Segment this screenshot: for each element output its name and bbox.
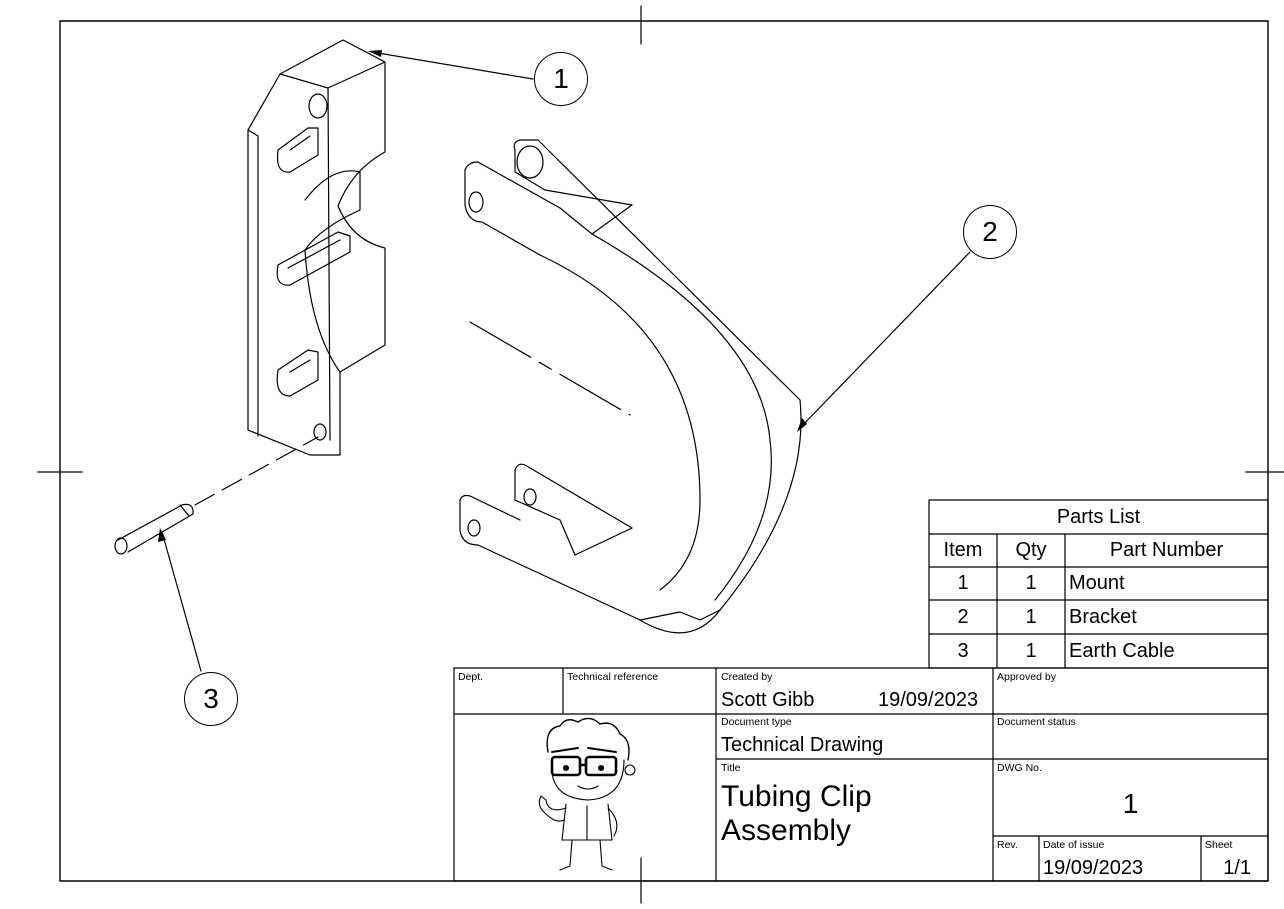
parts-list-header-item: Item: [943, 539, 983, 561]
sheet-value: 1/1: [1223, 857, 1251, 879]
parts-list-row-3-part: Earth Cable: [1069, 639, 1175, 662]
parts-list-row-2-item: 2: [957, 605, 969, 628]
parts-list-row-1-item: 1: [957, 572, 969, 594]
leader-line-2: [799, 251, 971, 429]
rev-label: Rev.: [997, 839, 1018, 851]
document-type-value: Technical Drawing: [721, 734, 884, 756]
assembly-axis-bracket: [469, 321, 631, 416]
author-caricature-logo: [538, 717, 636, 871]
arrowhead-2: [797, 418, 807, 432]
sheet-label: Sheet: [1205, 839, 1233, 851]
balloon-1: 1: [534, 52, 588, 106]
document-status-label: Document status: [997, 716, 1076, 728]
parts-list-title: Parts List: [1056, 505, 1141, 528]
mount-part: [247, 39, 386, 456]
created-by-value: Scott Gibb: [721, 689, 815, 711]
parts-list-row-2-qty: 1: [1025, 605, 1037, 628]
balloon-2: 2: [963, 205, 1017, 259]
date-of-issue-value: 19/09/2023: [1043, 857, 1144, 879]
drawing-frame: [59, 20, 1269, 882]
parts-list-row-3-qty: 1: [1025, 639, 1037, 662]
leader-line-1: [371, 51, 534, 80]
technical-reference-label: Technical reference: [567, 671, 659, 683]
approved-by-label: Approved by: [997, 671, 1056, 683]
parts-list-row-2-part: Bracket: [1069, 605, 1137, 628]
parts-list-row-3-item: 3: [957, 639, 969, 662]
dept-label: Dept.: [458, 671, 484, 683]
title-label: Title: [721, 762, 741, 774]
leader-line-3: [161, 531, 202, 672]
arrowhead-1: [368, 50, 382, 57]
arrowhead-3: [158, 528, 166, 542]
created-date-value: 19/09/2023: [878, 689, 979, 711]
assembly-axis-pin: [194, 436, 319, 506]
dwg-no-value: 1: [1122, 788, 1139, 819]
dwg-no-label: DWG No.: [997, 762, 1042, 774]
document-type-label: Document type: [721, 716, 792, 728]
earth-cable-part: [114, 503, 194, 555]
parts-list-header-qty: Qty: [1015, 539, 1047, 561]
parts-list-row-1-part: Mount: [1069, 572, 1125, 594]
bracket-part: [459, 139, 802, 634]
parts-list-header-part-number: Part Number: [1109, 539, 1224, 561]
date-of-issue-label: Date of issue: [1043, 839, 1105, 851]
title-block-grid: [453, 667, 1269, 882]
parts-list-row-1-qty: 1: [1025, 572, 1037, 594]
drawing-title: Tubing Clip Assembly: [721, 780, 872, 847]
balloon-3: 3: [184, 672, 238, 726]
created-by-label: Created by: [721, 671, 773, 683]
